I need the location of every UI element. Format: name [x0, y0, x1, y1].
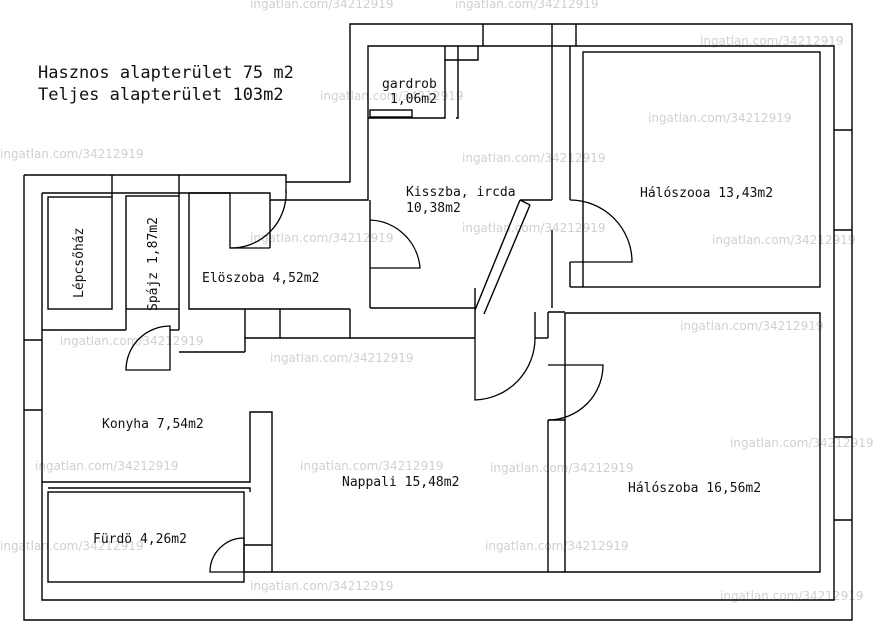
- room-area-gardrob: 1,06m2: [390, 92, 437, 107]
- watermark: ingatlan.com/34212919: [0, 539, 143, 553]
- watermark: ingatlan.com/34212919: [730, 436, 873, 450]
- watermark: ingatlan.com/34212919: [720, 589, 863, 603]
- watermark: ingatlan.com/34212919: [60, 334, 203, 348]
- useful-area-text: Hasznos alapterület 75 m2: [38, 63, 294, 83]
- room-label-study: Kisszba, ircda: [406, 185, 516, 200]
- room-labels: gardrob 1,06m2 Kisszba, ircda 10,38m2 Há…: [72, 77, 773, 547]
- watermark: ingatlan.com/34212919: [250, 579, 393, 593]
- room-label-living: Nappali 15,48m2: [342, 475, 459, 490]
- watermark: ingatlan.com/34212919: [648, 111, 791, 125]
- watermark: ingatlan.com/34212919: [490, 461, 633, 475]
- room-label-stairwell: Lépcsőház: [72, 228, 87, 298]
- watermark: ingatlan.com/34212919: [700, 34, 843, 48]
- watermark: ingatlan.com/34212919: [462, 221, 605, 235]
- watermark: ingatlan.com/34212919: [250, 231, 393, 245]
- watermark: ingatlan.com/34212919: [462, 151, 605, 165]
- door-arc-bedroom1: [569, 199, 633, 263]
- watermark: ingatlan.com/34212919: [320, 89, 463, 103]
- watermark: ingatlan.com/34212919: [0, 147, 143, 161]
- watermark: ingatlan.com/34212919: [35, 459, 178, 473]
- room-label-kitchen: Konyha 7,54m2: [102, 417, 204, 432]
- watermark: ingatlan.com/34212919: [455, 0, 598, 11]
- watermark: ingatlan.com/34212919: [250, 0, 393, 11]
- watermark: ingatlan.com/34212919: [485, 539, 628, 553]
- room-area-study: 10,38m2: [406, 201, 461, 216]
- room-label-bedroom1: Hálószooa 13,43m2: [640, 186, 773, 201]
- door-arc-pantry: [125, 325, 171, 371]
- watermark: ingatlan.com/34212919: [300, 459, 443, 473]
- room-label-bathroom: Fürdö 4,26m2: [93, 532, 187, 547]
- total-area-text: Teljes alapterület 103m2: [38, 85, 284, 105]
- walls: [23, 23, 853, 621]
- room-label-gardrob: gardrob: [382, 77, 437, 92]
- room-label-hall: Elöszoba 4,52m2: [202, 271, 319, 286]
- door-swings: [125, 182, 633, 573]
- watermark: ingatlan.com/34212919: [680, 319, 823, 333]
- room-label-pantry: Spájz 1,87m2: [146, 217, 161, 311]
- door-arc-living: [474, 337, 536, 401]
- door-arc-bathroom: [209, 537, 245, 573]
- door-arc-study: [369, 219, 421, 269]
- room-label-bedroom2: Hálószoba 16,56m2: [628, 481, 761, 496]
- door-arc-bedroom2: [547, 364, 604, 421]
- watermark: ingatlan.com/34212919: [270, 351, 413, 365]
